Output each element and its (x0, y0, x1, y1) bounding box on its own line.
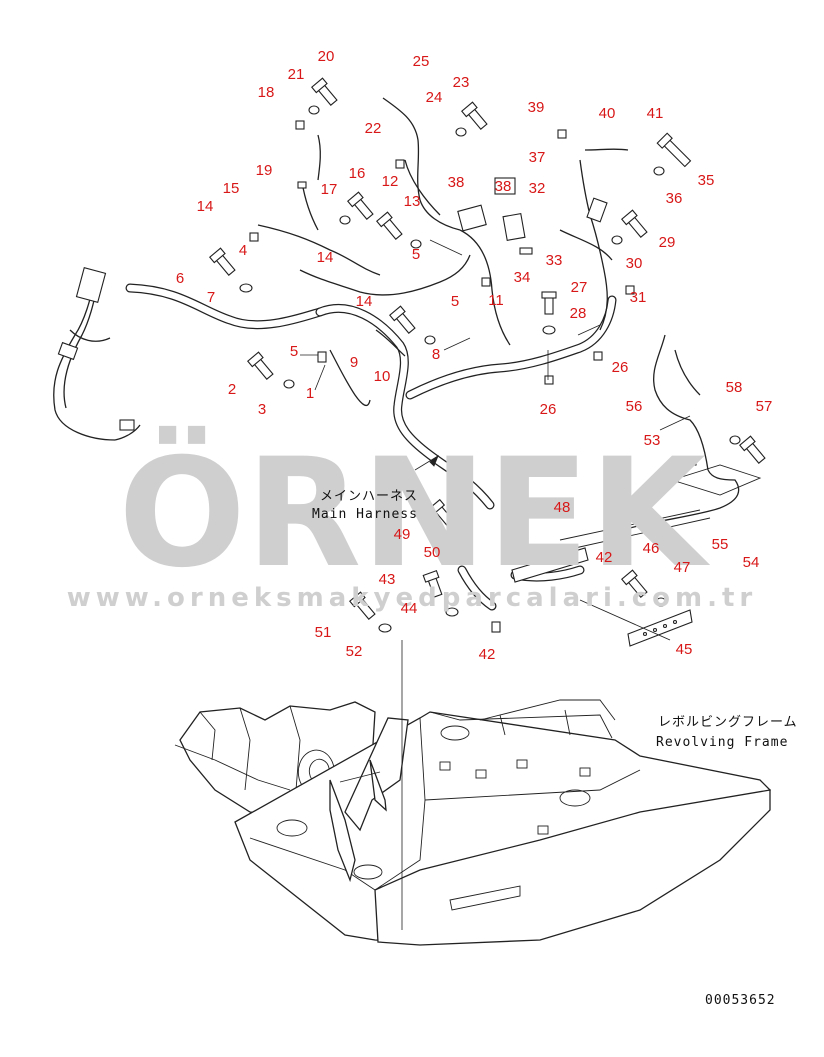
callout-38: 38 (495, 178, 512, 195)
callout-18: 18 (258, 84, 275, 101)
callout-25: 25 (413, 53, 430, 70)
callout-46: 46 (643, 540, 660, 557)
callout-50: 50 (424, 544, 441, 561)
callout-37: 37 (529, 149, 546, 166)
drawing-number: 00053652 (705, 993, 776, 1008)
callout-23: 23 (453, 74, 470, 91)
callout-20: 20 (318, 48, 335, 65)
callout-30: 30 (626, 255, 643, 272)
callout-41: 41 (647, 105, 664, 122)
revolving-frame (174, 699, 772, 946)
callout-5: 5 (290, 343, 298, 360)
revolving-frame-label-en: Revolving Frame (656, 735, 788, 750)
callout-11: 11 (488, 292, 504, 309)
callout-56: 56 (626, 398, 643, 415)
callout-54: 54 (743, 554, 760, 571)
callout-39: 39 (528, 99, 545, 116)
callout-42: 42 (479, 646, 496, 663)
callout-28: 28 (570, 305, 587, 322)
callout-22: 22 (365, 120, 382, 137)
callout-48: 48 (554, 499, 571, 516)
callout-5: 5 (412, 246, 420, 263)
callout-12: 12 (382, 173, 399, 190)
callout-38: 38 (448, 174, 465, 191)
callout-43: 43 (379, 571, 396, 588)
callout-10: 10 (374, 368, 391, 385)
fastener-parts (57, 77, 766, 647)
callout-52: 52 (346, 643, 363, 660)
callout-33: 33 (546, 252, 563, 269)
callout-53: 53 (644, 432, 661, 449)
leader-lines (300, 239, 691, 930)
harness-wires (53, 97, 740, 529)
callout-21: 21 (288, 66, 305, 83)
callout-44: 44 (401, 600, 418, 617)
watermark-brand: ÖRNEK (118, 425, 710, 601)
callout-42: 42 (596, 549, 613, 566)
callout-49: 49 (394, 526, 411, 543)
callout-16: 16 (349, 165, 366, 182)
callout-32: 32 (529, 180, 546, 197)
callout-31: 31 (630, 289, 647, 306)
callout-26: 26 (540, 401, 557, 418)
callout-55: 55 (712, 536, 729, 553)
callout-15: 15 (223, 180, 240, 197)
callout-51: 51 (315, 624, 332, 641)
callout-27: 27 (571, 279, 588, 296)
callout-29: 29 (659, 234, 676, 251)
callout-8: 8 (432, 346, 440, 363)
callout-57: 57 (756, 398, 773, 415)
callout-7: 7 (207, 289, 215, 306)
main-harness-hoses (125, 283, 617, 611)
callout-14: 14 (197, 198, 214, 215)
callout-19: 19 (256, 162, 273, 179)
callout-6: 6 (176, 270, 184, 287)
callout-3: 3 (258, 401, 266, 418)
callout-47: 47 (674, 559, 691, 576)
watermark: ÖRNEK www.orneksmakyedparcalari.com.tr (67, 425, 758, 613)
text-labels: メインハーネス Main Harness レボルビングフレーム Revolvin… (312, 489, 798, 1008)
callout-40: 40 (599, 105, 616, 122)
callout-58: 58 (726, 379, 743, 396)
callout-24: 24 (426, 89, 443, 106)
callout-4: 4 (239, 242, 247, 259)
callout-9: 9 (350, 354, 358, 371)
callout-numbers: 1234555678910111213141414151617181920212… (176, 48, 773, 663)
callout-5: 5 (451, 293, 459, 310)
callout-35: 35 (698, 172, 715, 189)
main-harness-label-jp: メインハーネス (320, 489, 418, 504)
callout-45: 45 (676, 641, 693, 658)
revolving-frame-label-jp: レボルビングフレーム (658, 715, 798, 730)
callout-36: 36 (666, 190, 683, 207)
callout-13: 13 (404, 193, 421, 210)
callout-1: 1 (306, 385, 314, 402)
callout-14: 14 (356, 293, 373, 310)
callout-2: 2 (228, 381, 236, 398)
callout-34: 34 (514, 269, 531, 286)
main-harness-label-en: Main Harness (312, 507, 418, 522)
watermark-url: www.orneksmakyedparcalari.com.tr (67, 583, 758, 613)
callout-26: 26 (612, 359, 629, 376)
callout-14: 14 (317, 249, 334, 266)
callout-17: 17 (321, 181, 338, 198)
